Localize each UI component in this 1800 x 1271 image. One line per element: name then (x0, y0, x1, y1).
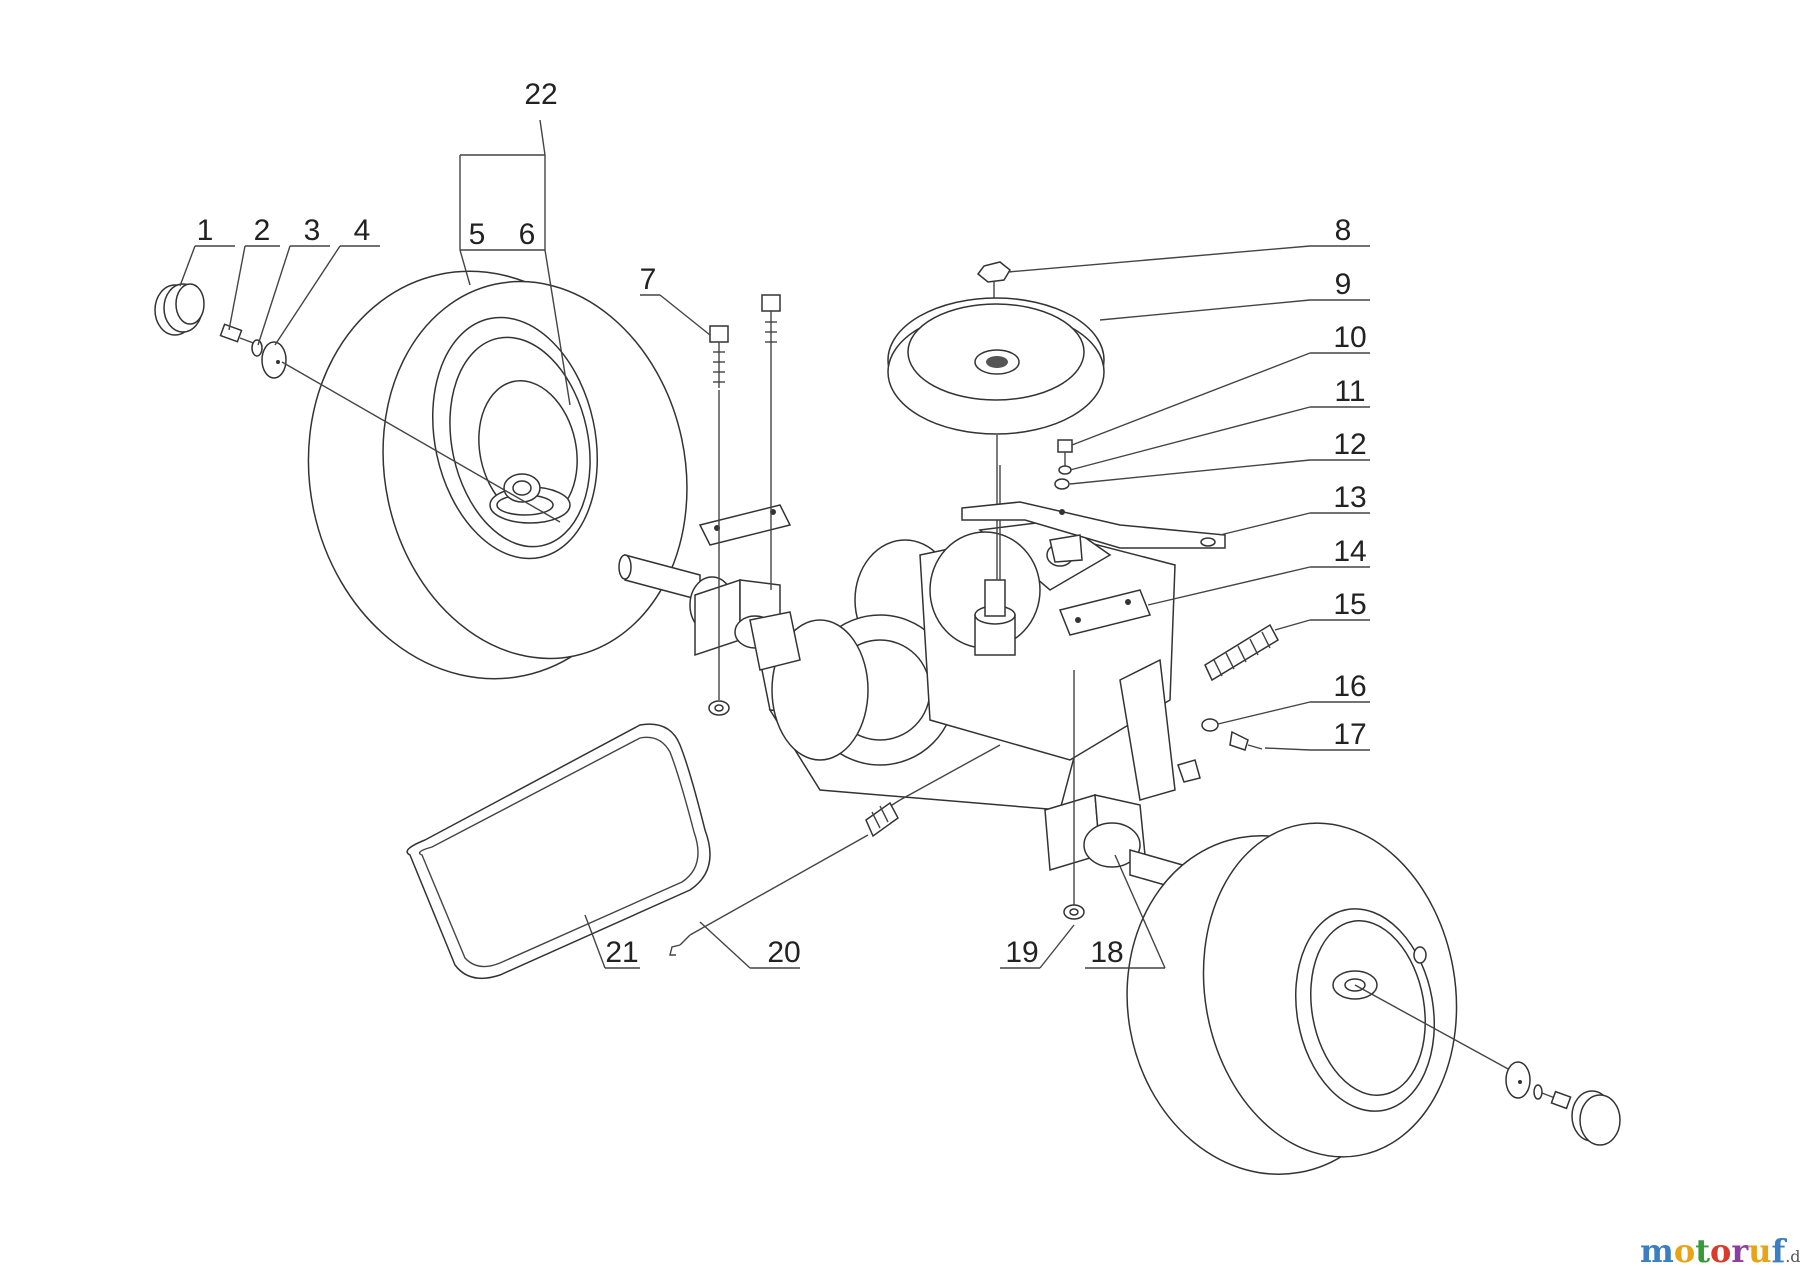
callout-11: 11 (1334, 375, 1365, 408)
callout-2: 2 (254, 214, 271, 247)
lower-nut (1063, 670, 1085, 920)
watermark-letter: o (1673, 1232, 1696, 1270)
callout-leaders (179, 119, 1370, 969)
watermark-logo: motoruf.de (1640, 1232, 1800, 1270)
callout-6: 6 (519, 218, 536, 251)
brake-arm (961, 439, 1226, 563)
watermark-letter: f (1771, 1232, 1786, 1270)
callout-7: 7 (640, 263, 657, 296)
right-hub-hardware (1505, 1061, 1621, 1146)
right-wheel (1126, 822, 1511, 1175)
callout-labels: 1 2 3 4 5 6 7 8 9 10 11 12 13 14 15 16 1… (197, 78, 1367, 969)
callout-22: 22 (524, 78, 557, 111)
watermark-tld: .de (1785, 1247, 1800, 1266)
watermark-letter: o (1709, 1232, 1732, 1270)
callout-4: 4 (354, 214, 371, 247)
left-hub-hardware (154, 283, 561, 523)
mounting-bolts (708, 294, 781, 716)
watermark-letter: t (1695, 1232, 1710, 1270)
callout-15: 15 (1333, 588, 1366, 621)
callout-19: 19 (1005, 936, 1038, 969)
left-wheel (307, 270, 688, 680)
axle-mounts (694, 504, 1152, 871)
callout-3: 3 (304, 214, 321, 247)
callout-17: 17 (1333, 718, 1366, 751)
spring-hardware (1177, 623, 1279, 783)
callout-9: 9 (1335, 268, 1352, 301)
pulley (887, 261, 1105, 580)
callout-5: 5 (469, 218, 486, 251)
callout-13: 13 (1333, 481, 1366, 514)
brake-cable (669, 801, 899, 956)
callout-10: 10 (1333, 321, 1366, 354)
callout-8: 8 (1335, 214, 1352, 247)
watermark-letter: r (1731, 1232, 1749, 1270)
watermark-letter: u (1748, 1232, 1772, 1270)
drive-belt (406, 723, 711, 980)
callout-21: 21 (605, 936, 638, 969)
callout-12: 12 (1333, 428, 1366, 461)
watermark-letter: m (1640, 1232, 1674, 1270)
callout-16: 16 (1333, 670, 1366, 703)
callout-18: 18 (1090, 936, 1123, 969)
callout-14: 14 (1333, 535, 1366, 568)
transaxle (759, 465, 1176, 821)
callout-20: 20 (767, 936, 800, 969)
callout-1: 1 (197, 214, 214, 247)
